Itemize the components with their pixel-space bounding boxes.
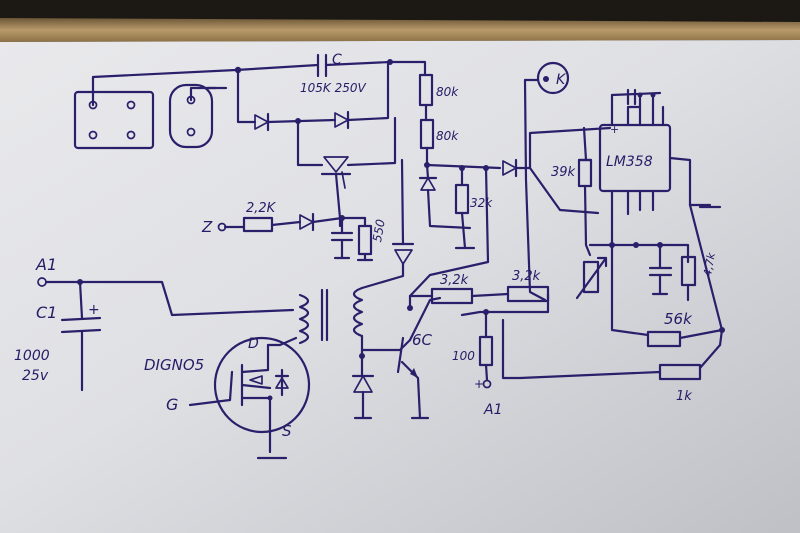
variable-resistor <box>575 256 608 300</box>
wire-to-mid <box>484 166 490 264</box>
label-cap-value: 105K 250V <box>300 81 366 95</box>
label-r32k-a: 3,2k <box>440 273 469 288</box>
transistor-6c <box>396 296 442 420</box>
top-bus-left <box>234 63 320 72</box>
label-c1: C1 <box>36 303 57 322</box>
wire-to-thyristor <box>296 119 324 167</box>
label-drain: D <box>248 336 259 352</box>
transformer <box>298 286 364 345</box>
label-r80k-top: 80k <box>436 85 459 99</box>
label-c1-plus: + <box>88 302 100 318</box>
label-r1k: 1k <box>676 389 692 404</box>
a1-wire <box>44 280 295 317</box>
wire-1k-return <box>501 318 662 380</box>
a1-bottom-terminal <box>482 379 492 389</box>
wire-bridge-left <box>236 68 257 124</box>
top-bus-right <box>324 60 427 77</box>
label-r56k: 56k <box>664 310 693 328</box>
paper-sheet <box>0 40 800 533</box>
label-r550: 550 <box>370 218 388 243</box>
resistor-550 <box>356 216 374 262</box>
label-a1-plus: + <box>474 377 484 391</box>
label-a1-left: A1 <box>35 255 57 274</box>
capacitor-ic <box>648 243 673 296</box>
label-r39k: 39k <box>551 165 576 180</box>
label-lm358: LM358 <box>606 154 653 170</box>
label-c1-value-2: 25v <box>22 368 49 384</box>
mosfet <box>188 336 311 460</box>
top-mains-wires <box>91 68 238 107</box>
capacitor-gate <box>330 216 354 260</box>
label-c1-value-1: 1000 <box>14 348 50 364</box>
lm358-ic <box>598 88 722 216</box>
label-r47k: 4,7k <box>701 251 718 277</box>
label-r32k: 32k <box>470 196 493 210</box>
label-r22k: 2,2K <box>246 201 277 216</box>
label-r32k-b: 3,2k <box>512 269 541 284</box>
label-z: Z <box>201 218 213 236</box>
label-k: K <box>556 72 567 88</box>
label-a1-bottom: A1 <box>483 402 502 418</box>
label-r100: 100 <box>452 349 475 363</box>
diode-lower <box>351 374 375 420</box>
label-transistor: 6C <box>412 331 433 349</box>
wire-to-ic <box>514 126 612 170</box>
diode-transformer <box>391 158 415 265</box>
zener-diode <box>418 163 472 230</box>
label-cap-c: C <box>332 52 342 68</box>
label-source: S <box>282 422 292 440</box>
k-wire <box>523 78 547 302</box>
k-terminal <box>536 61 570 95</box>
plug-socket <box>168 83 214 149</box>
board-edge <box>0 18 800 42</box>
label-gate: G <box>166 395 178 414</box>
label-mosfet: DIGNO5 <box>144 356 204 374</box>
label-ic-plus: + <box>610 123 619 136</box>
label-r80k-mid: 80k <box>436 129 459 143</box>
capacitor-c1 <box>60 280 102 392</box>
